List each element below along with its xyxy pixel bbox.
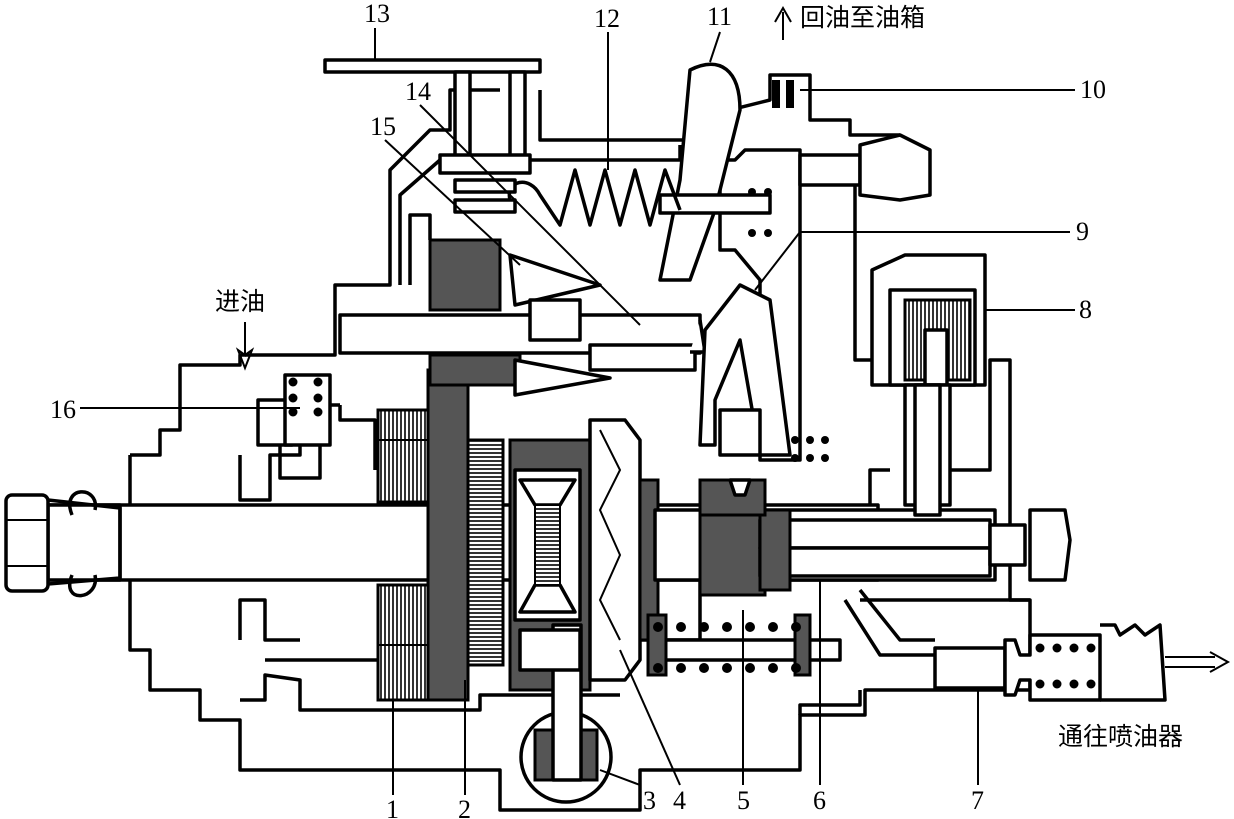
spring-ball <box>676 622 686 632</box>
spring-ball <box>722 622 732 632</box>
label-9: 9 <box>1076 217 1089 246</box>
lever-spring-balls <box>748 188 829 462</box>
delivery-valve-spring <box>1035 643 1096 689</box>
spring-ball <box>676 663 686 673</box>
governor-lever-assembly <box>658 62 932 517</box>
spring-ball <box>722 663 732 673</box>
part-3-timing-device <box>518 623 613 804</box>
spring-ball <box>313 377 323 387</box>
spring-ball <box>748 229 756 237</box>
label-3: 3 <box>643 786 656 815</box>
spring-ball <box>745 622 755 632</box>
spring-ball <box>768 622 778 632</box>
label-1: 1 <box>386 795 399 819</box>
spring-ball <box>313 407 323 417</box>
spring-ball <box>288 393 298 403</box>
part-2-vane-pump <box>426 353 522 702</box>
spring-ball <box>1052 679 1062 689</box>
label-13: 13 <box>364 0 390 28</box>
spring-ball <box>764 229 772 237</box>
label-11: 11 <box>707 2 732 31</box>
leader-lines <box>80 28 1075 795</box>
spring-ball <box>1035 643 1045 653</box>
label-8: 8 <box>1079 295 1092 324</box>
plunger-spring-balls <box>653 622 801 673</box>
spring-ball <box>1069 679 1079 689</box>
label-6: 6 <box>813 786 826 815</box>
part-10-return-throttle <box>772 80 794 108</box>
spring-ball <box>288 407 298 417</box>
spring-ball <box>1052 643 1062 653</box>
spring-ball <box>699 663 709 673</box>
spring-ball <box>806 436 814 444</box>
spring-ball <box>748 188 756 196</box>
spring-ball <box>653 622 663 632</box>
spring-ball <box>806 454 814 462</box>
spring-ball <box>1035 679 1045 689</box>
part-labels: 1 2 3 4 5 6 7 8 9 10 11 12 13 14 15 16 回… <box>50 0 1183 819</box>
part-8-solenoid <box>870 253 987 517</box>
spring-ball <box>653 663 663 673</box>
spring-ball <box>1086 643 1096 653</box>
spring-ball <box>699 622 709 632</box>
part-7-delivery-valve <box>843 588 1167 702</box>
spring-ball <box>768 663 778 673</box>
label-7: 7 <box>971 786 984 815</box>
label-return-to-tank: 回油至油箱 <box>800 3 925 32</box>
spring-ball <box>821 436 829 444</box>
inlet-arrow <box>235 322 255 371</box>
part-12-governor-spring <box>507 168 682 227</box>
label-fuel-inlet: 进油 <box>215 287 265 316</box>
label-to-injector: 通往喷油器 <box>1058 722 1183 751</box>
spring-ball <box>791 663 801 673</box>
label-12: 12 <box>594 4 620 33</box>
outlet-arrow <box>1165 651 1231 673</box>
spring-ball <box>764 188 772 196</box>
spring-ball <box>791 436 799 444</box>
spring-ball <box>313 393 323 403</box>
label-5: 5 <box>737 786 750 815</box>
label-14: 14 <box>405 77 431 106</box>
spring-ball <box>791 454 799 462</box>
rotation-arrow-bottom <box>68 574 97 598</box>
governor-assembly <box>338 238 707 397</box>
spring-ball <box>1086 679 1096 689</box>
label-16: 16 <box>50 395 76 424</box>
part-13-control-lever <box>323 58 542 214</box>
spring-ball <box>288 377 298 387</box>
label-15: 15 <box>370 112 396 141</box>
part-6-control-collar <box>758 508 792 592</box>
label-10: 10 <box>1080 75 1106 104</box>
regulator-spring-balls <box>288 377 323 417</box>
flow-arrows <box>235 5 1231 673</box>
return-arrow <box>774 5 792 40</box>
label-2: 2 <box>458 795 471 819</box>
spring-ball <box>821 454 829 462</box>
label-4: 4 <box>673 786 686 815</box>
spring-ball <box>791 622 801 632</box>
rotation-arrow-top <box>68 490 97 516</box>
spring-ball <box>1069 643 1079 653</box>
spring-ball <box>745 663 755 673</box>
